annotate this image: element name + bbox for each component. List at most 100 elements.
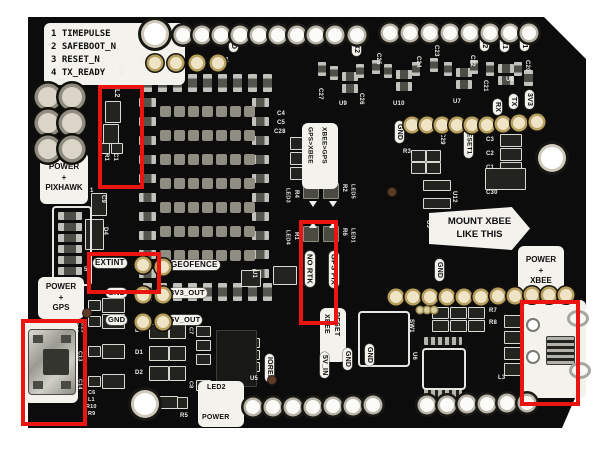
smd-component <box>498 76 514 85</box>
silk-label-r6: R6 <box>341 228 347 237</box>
module-inner-pad <box>230 178 241 189</box>
test-point <box>417 307 423 313</box>
silk-label-u12: U12 <box>451 191 457 203</box>
module-pad <box>248 283 257 301</box>
silk-label-d3: D3 <box>135 328 144 334</box>
smd-component <box>58 212 82 220</box>
via-dot <box>268 376 276 384</box>
smd-component <box>486 62 494 76</box>
plate-led2-power-plate <box>198 381 244 427</box>
plated-hole <box>137 259 149 271</box>
module-inner-pad <box>202 130 213 141</box>
silk-label-r10: R10 <box>86 404 97 410</box>
plate-reset-button-outline <box>358 311 410 367</box>
module-pad <box>252 212 269 221</box>
usb-shield-tab <box>61 381 71 389</box>
silk-label-d1: D1 <box>135 350 144 356</box>
plate-text-xbee: XBEE <box>530 276 552 286</box>
plated-hole <box>441 291 453 303</box>
plated-hole <box>466 119 478 131</box>
module-pad <box>248 74 257 92</box>
plated-hole <box>481 119 493 131</box>
pill-label-rx1: RX1 <box>500 32 509 53</box>
usb-slot <box>42 349 70 375</box>
smd-component <box>102 344 125 359</box>
plated-hole <box>451 119 463 131</box>
test-point <box>431 307 437 313</box>
module-inner-pad <box>230 106 241 117</box>
smd-component <box>58 267 82 275</box>
smd-component <box>318 62 326 76</box>
pill-label-ioref: IOREF <box>265 354 274 383</box>
header-hole <box>266 400 280 414</box>
silk-label-1: 1 <box>140 56 145 65</box>
header-hole <box>328 28 342 42</box>
silk-label-c16: C16 <box>72 322 79 333</box>
j3-hole <box>62 113 82 133</box>
smd-component <box>412 62 420 76</box>
module-pad <box>252 155 269 164</box>
plate-text-2-safeboot-n: 2 SAFEBOOT_N <box>51 41 117 52</box>
usb-anchor-hole <box>528 352 538 362</box>
header-hole <box>252 28 266 42</box>
module-pad <box>139 174 156 183</box>
header-hole <box>176 28 190 42</box>
j3-hole <box>38 139 58 159</box>
pill-label-tx2: TX2 <box>480 32 489 52</box>
module-inner-pad <box>202 226 213 237</box>
module-pad <box>233 283 242 301</box>
silk-label-r9: R9 <box>88 411 96 417</box>
module-pad <box>139 98 156 107</box>
led-polarity-mark <box>329 201 337 207</box>
plated-hole <box>421 119 433 131</box>
smd-component <box>456 80 472 89</box>
module-pad <box>203 74 212 92</box>
plate-text-pixhawk: PIXHAWK <box>45 183 83 193</box>
module-inner-pad <box>160 154 171 165</box>
plate-text-power: POWER <box>45 282 77 292</box>
plated-hole <box>137 316 149 328</box>
header-hole <box>423 26 437 40</box>
smd-component <box>88 376 101 387</box>
smd-component <box>430 58 438 72</box>
module-pad <box>233 74 242 92</box>
header-hole <box>463 26 477 40</box>
module-pad <box>139 193 156 202</box>
smd-component <box>423 198 451 209</box>
pill-label-gnd: GND <box>229 30 238 53</box>
module-pad <box>252 174 269 183</box>
pill-label-geofence: GEOFENCE <box>169 260 220 270</box>
plated-hole <box>424 291 436 303</box>
silk-label-1: 1 <box>90 188 94 194</box>
silk-label-l3: L3 <box>498 375 506 381</box>
header-hole <box>443 26 457 40</box>
screw-hole <box>572 365 588 376</box>
smd-component <box>396 70 412 79</box>
plated-hole <box>157 316 169 328</box>
plated-hole <box>492 290 504 302</box>
plated-hole <box>560 289 572 301</box>
silk-label-c22: C22 <box>469 55 475 67</box>
module-pad <box>263 74 272 92</box>
module-inner-pad <box>188 202 199 213</box>
smd-component <box>411 150 426 162</box>
silk-label-c1: C1 <box>486 165 495 171</box>
smd-component <box>169 366 186 381</box>
module-inner-pad <box>230 250 241 261</box>
smd-component <box>105 101 121 123</box>
silk-label-led5: LED5 <box>349 184 356 199</box>
smd-component <box>432 320 449 332</box>
smd-component <box>450 307 467 319</box>
silk-label-c25: C25 <box>375 53 381 65</box>
smd-component <box>426 162 441 174</box>
smd-component <box>149 366 169 381</box>
plate-text-gps: GPS <box>52 303 70 313</box>
module-pad <box>252 250 269 259</box>
pill-label-no-rtk: NO RTK <box>305 251 315 287</box>
usb-shield-tab <box>33 381 43 389</box>
header-hole <box>214 28 228 42</box>
smd-component <box>444 62 452 76</box>
module-inner-pad <box>174 106 185 117</box>
smd-component <box>88 316 101 327</box>
smd-component <box>372 60 380 74</box>
